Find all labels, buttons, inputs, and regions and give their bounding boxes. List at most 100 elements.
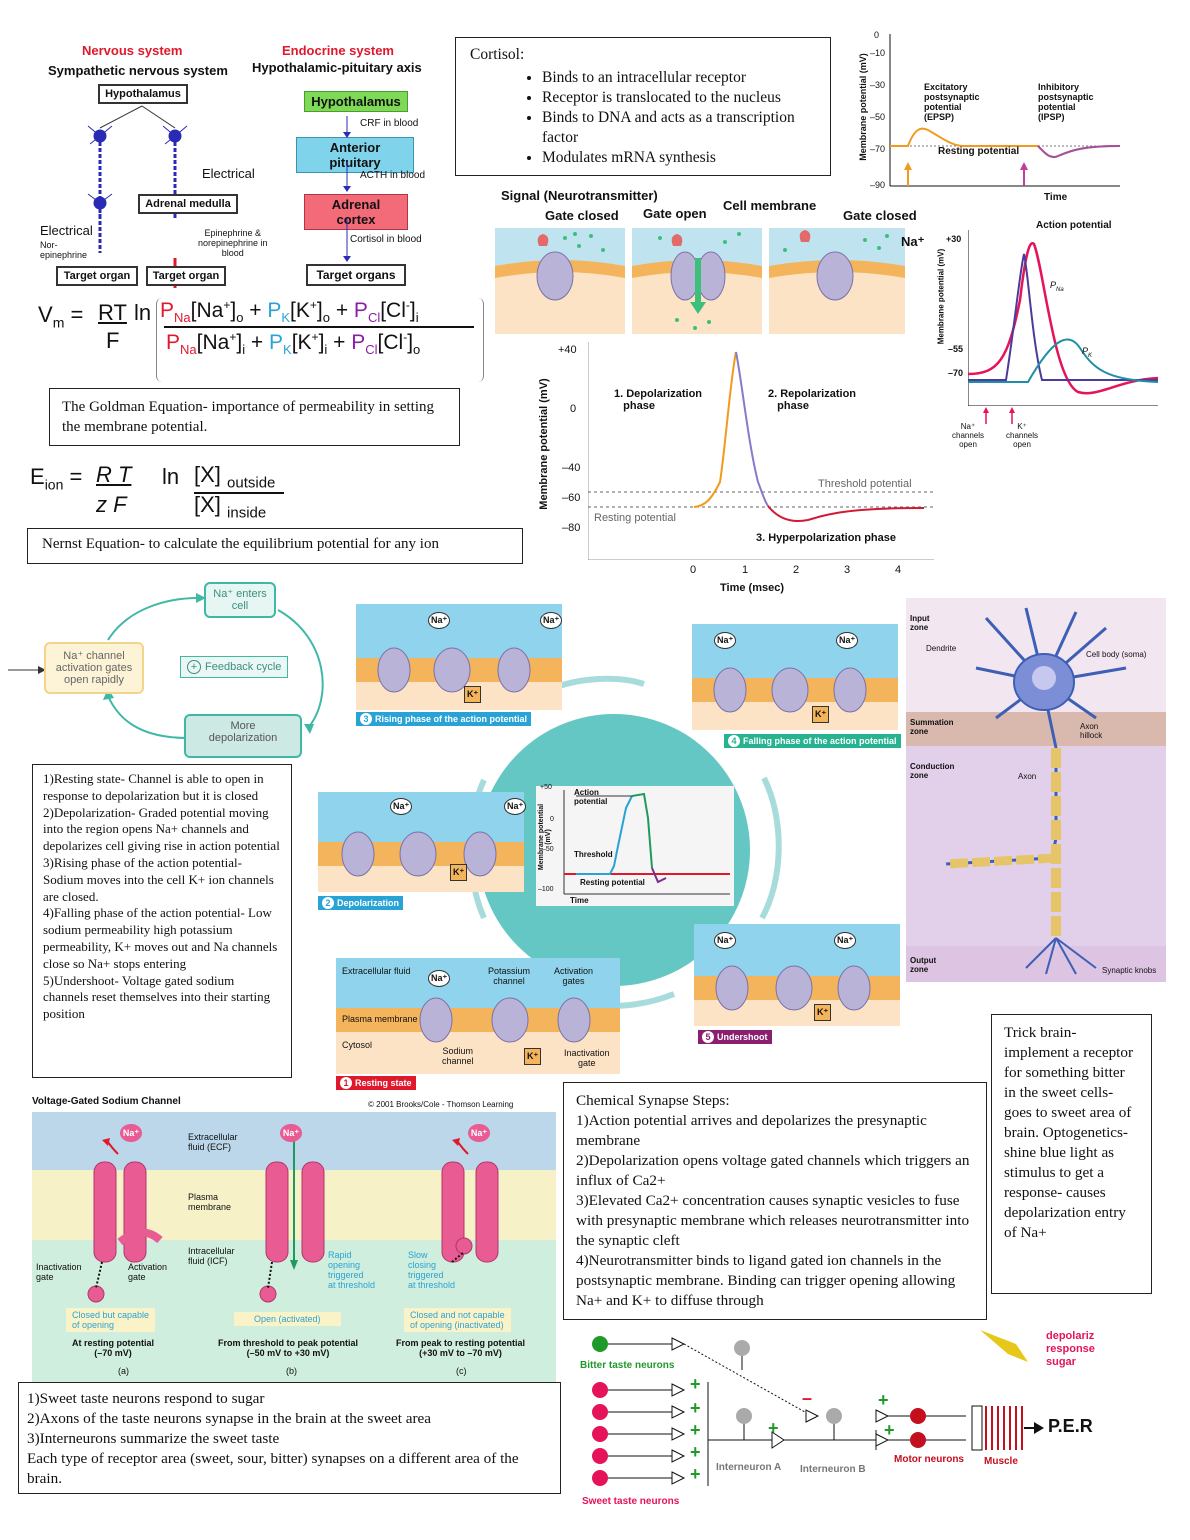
- k-ion: K⁺: [524, 1048, 541, 1065]
- dendrite-label: Dendrite: [926, 644, 956, 653]
- ap-perm-chart: Membrane potential (mV) Action potential…: [932, 216, 1160, 460]
- goldman-caption: The Goldman Equation- importance of perm…: [49, 388, 460, 446]
- target-organs-box: Target organs: [306, 264, 406, 286]
- extracellular-label: Extracellular fluid: [342, 966, 411, 976]
- conduction-label: Conduction zone: [910, 762, 954, 780]
- endocrine-arrows: [342, 114, 352, 264]
- axon-label: Axon: [1018, 772, 1036, 781]
- depol-response-label: depolariz response sugar: [1046, 1330, 1095, 1369]
- psp-chart: Membrane potential (mV) 0 –10 –30 –50 –7…: [848, 30, 1128, 206]
- psp-tick: –70: [870, 144, 885, 154]
- center-threshold: Threshold: [574, 850, 613, 859]
- summation-label: Summation zone: [910, 718, 954, 736]
- ap-xlabel: Time (msec): [720, 582, 784, 594]
- repol-label: 2. Repolarization phase: [768, 388, 856, 412]
- vgsc-title: Voltage-Gated Sodium Channel: [32, 1096, 181, 1107]
- synaptic-label: Synaptic knobs: [1102, 966, 1156, 975]
- cell-membrane-label: Cell membrane: [723, 198, 816, 213]
- adrenal-cortex-box: Adrenal cortex: [304, 194, 408, 230]
- gate-closed-2: Gate closed: [843, 208, 917, 223]
- excitatory-sign: +: [878, 1390, 889, 1411]
- k-ion: K⁺: [464, 686, 481, 703]
- gate-closed-1: Gate closed: [545, 208, 619, 223]
- psp-tick: –10: [870, 48, 885, 58]
- pna-label: PNa: [1050, 280, 1064, 293]
- chemical-title: Chemical Synapse Steps:: [576, 1091, 974, 1111]
- excitatory-sign: +: [690, 1464, 701, 1485]
- plus-circle-icon: +: [187, 660, 201, 674]
- output-label: Output zone: [910, 956, 936, 974]
- epsp-label: Excitatory postsynaptic potential (EPSP): [924, 82, 980, 122]
- center-ytick: 0: [550, 816, 554, 823]
- cortisol-item: Binds to DNA and acts as a transcription…: [542, 108, 820, 148]
- muscle-label: Muscle: [984, 1456, 1018, 1467]
- endocrine-hypothalamus: Hypothalamus: [304, 91, 408, 112]
- psp-tick: 0: [874, 30, 879, 40]
- na-open-label: Na⁺ channels open: [952, 422, 984, 449]
- excitatory-sign: +: [690, 1374, 701, 1395]
- center-xlabel: Time: [570, 896, 589, 905]
- cortisol-blood-label: Cortisol in blood: [350, 234, 422, 245]
- vgsc-slow-label: Slow closing triggered at threshold: [408, 1250, 455, 1290]
- vgsc-rapid-label: Rapid opening triggered at threshold: [328, 1250, 375, 1290]
- goldman-ln: ln: [134, 300, 151, 326]
- cortisol-box: Cortisol: Binds to an intracellular rece…: [455, 37, 831, 176]
- vgsc-caption-c: From peak to resting potential (+30 mV t…: [396, 1338, 525, 1358]
- goldman-equation: Vm = RT F ln PNa[Na+]o + PK[K+]o + PCl[C…: [38, 296, 486, 386]
- ipsp-label: Inhibitory postsynaptic potential (IPSP): [1038, 82, 1094, 122]
- adrenal-medulla-box: Adrenal medulla: [138, 194, 238, 214]
- interneuron-b-label: Interneuron B: [800, 1464, 866, 1475]
- excitatory-sign: +: [690, 1420, 701, 1441]
- axon-hillock-label: Axon hillock: [1080, 722, 1102, 740]
- cortisol-list: Binds to an intracellular receptor Recep…: [466, 68, 820, 168]
- k-open-label: K⁺ channels open: [1006, 422, 1038, 449]
- ap-ylabel: Membrane potential (mV): [538, 364, 550, 524]
- vgsc-state-a: Closed but capable of opening: [66, 1308, 155, 1332]
- center-ytick: –100: [538, 886, 554, 893]
- vgsc-ecf-label: Extracellular fluid (ECF): [188, 1132, 238, 1152]
- ap-xtick: 0: [690, 564, 696, 576]
- endocrine-title: Endocrine system: [282, 43, 394, 58]
- cortisol-item: Receptor is translocated to the nucleus: [542, 88, 820, 108]
- vgsc-figure: Voltage-Gated Sodium Channel © 2001 Broo…: [32, 1094, 556, 1384]
- vgsc-label-c: (c): [456, 1366, 467, 1376]
- nernst-zf: z F: [96, 492, 127, 518]
- vgsc-inactivation-label: Inactivation gate: [36, 1262, 82, 1282]
- step-number-icon: 3: [360, 713, 372, 725]
- nernst-ln: ln: [162, 464, 179, 490]
- chemical-synapse-box: Chemical Synapse Steps: 1)Action potenti…: [563, 1082, 987, 1320]
- nernst-in: [X] inside: [194, 492, 266, 521]
- vgsc-caption-b: From threshold to peak potential (–50 mV…: [218, 1338, 358, 1358]
- goldman-fraction-line: [164, 326, 474, 328]
- nernst-equation: Eion = R T z F ln [X] outside [X] inside: [30, 458, 330, 526]
- nernst-rt: R T: [96, 462, 131, 488]
- crf-label: CRF in blood: [360, 118, 418, 129]
- excitatory-sign: +: [690, 1442, 701, 1463]
- vgsc-na-ion: Na⁺: [280, 1124, 302, 1142]
- perm-plot: [968, 230, 1158, 406]
- excitatory-sign: +: [884, 1420, 895, 1441]
- nervous-endocrine-figure: Nervous system Sympathetic nervous syste…: [30, 38, 450, 290]
- acth-label: ACTH in blood: [360, 170, 425, 181]
- neuron-figure: Input zone Dendrite Cell body (soma) Sum…: [906, 598, 1166, 982]
- ap-stages-figure: 3Rising phase of the action potential 4F…: [314, 598, 906, 1092]
- perm-tick: –70: [948, 368, 963, 378]
- epi-label: Epinephrine & norepinephrine in blood: [198, 228, 268, 258]
- signal-label: Signal (Neurotransmitter): [501, 188, 658, 203]
- vgsc-copyright: © 2001 Brooks/Cole - Thomson Learning: [368, 1100, 513, 1109]
- interneuron-a-label: Interneuron A: [716, 1462, 781, 1473]
- ligand-gate-figure: Signal (Neurotransmitter) Gate closed Ga…: [495, 186, 935, 334]
- nernst-out: [X] outside: [194, 462, 275, 491]
- ligand-gate-panels: [495, 228, 905, 334]
- ap-ytick: –60: [562, 492, 580, 504]
- cell-body-label: Cell body (soma): [1086, 650, 1146, 659]
- potassium-label: Potassium channel: [488, 966, 530, 986]
- k-ion: K⁺: [814, 1004, 831, 1021]
- center-resting: Resting potential: [580, 878, 645, 887]
- goldman-rt: RT: [98, 300, 127, 326]
- nervous-subtitle: Sympathetic nervous system: [48, 63, 228, 78]
- ap-xtick: 2: [793, 564, 799, 576]
- excitatory-sign: +: [768, 1418, 779, 1439]
